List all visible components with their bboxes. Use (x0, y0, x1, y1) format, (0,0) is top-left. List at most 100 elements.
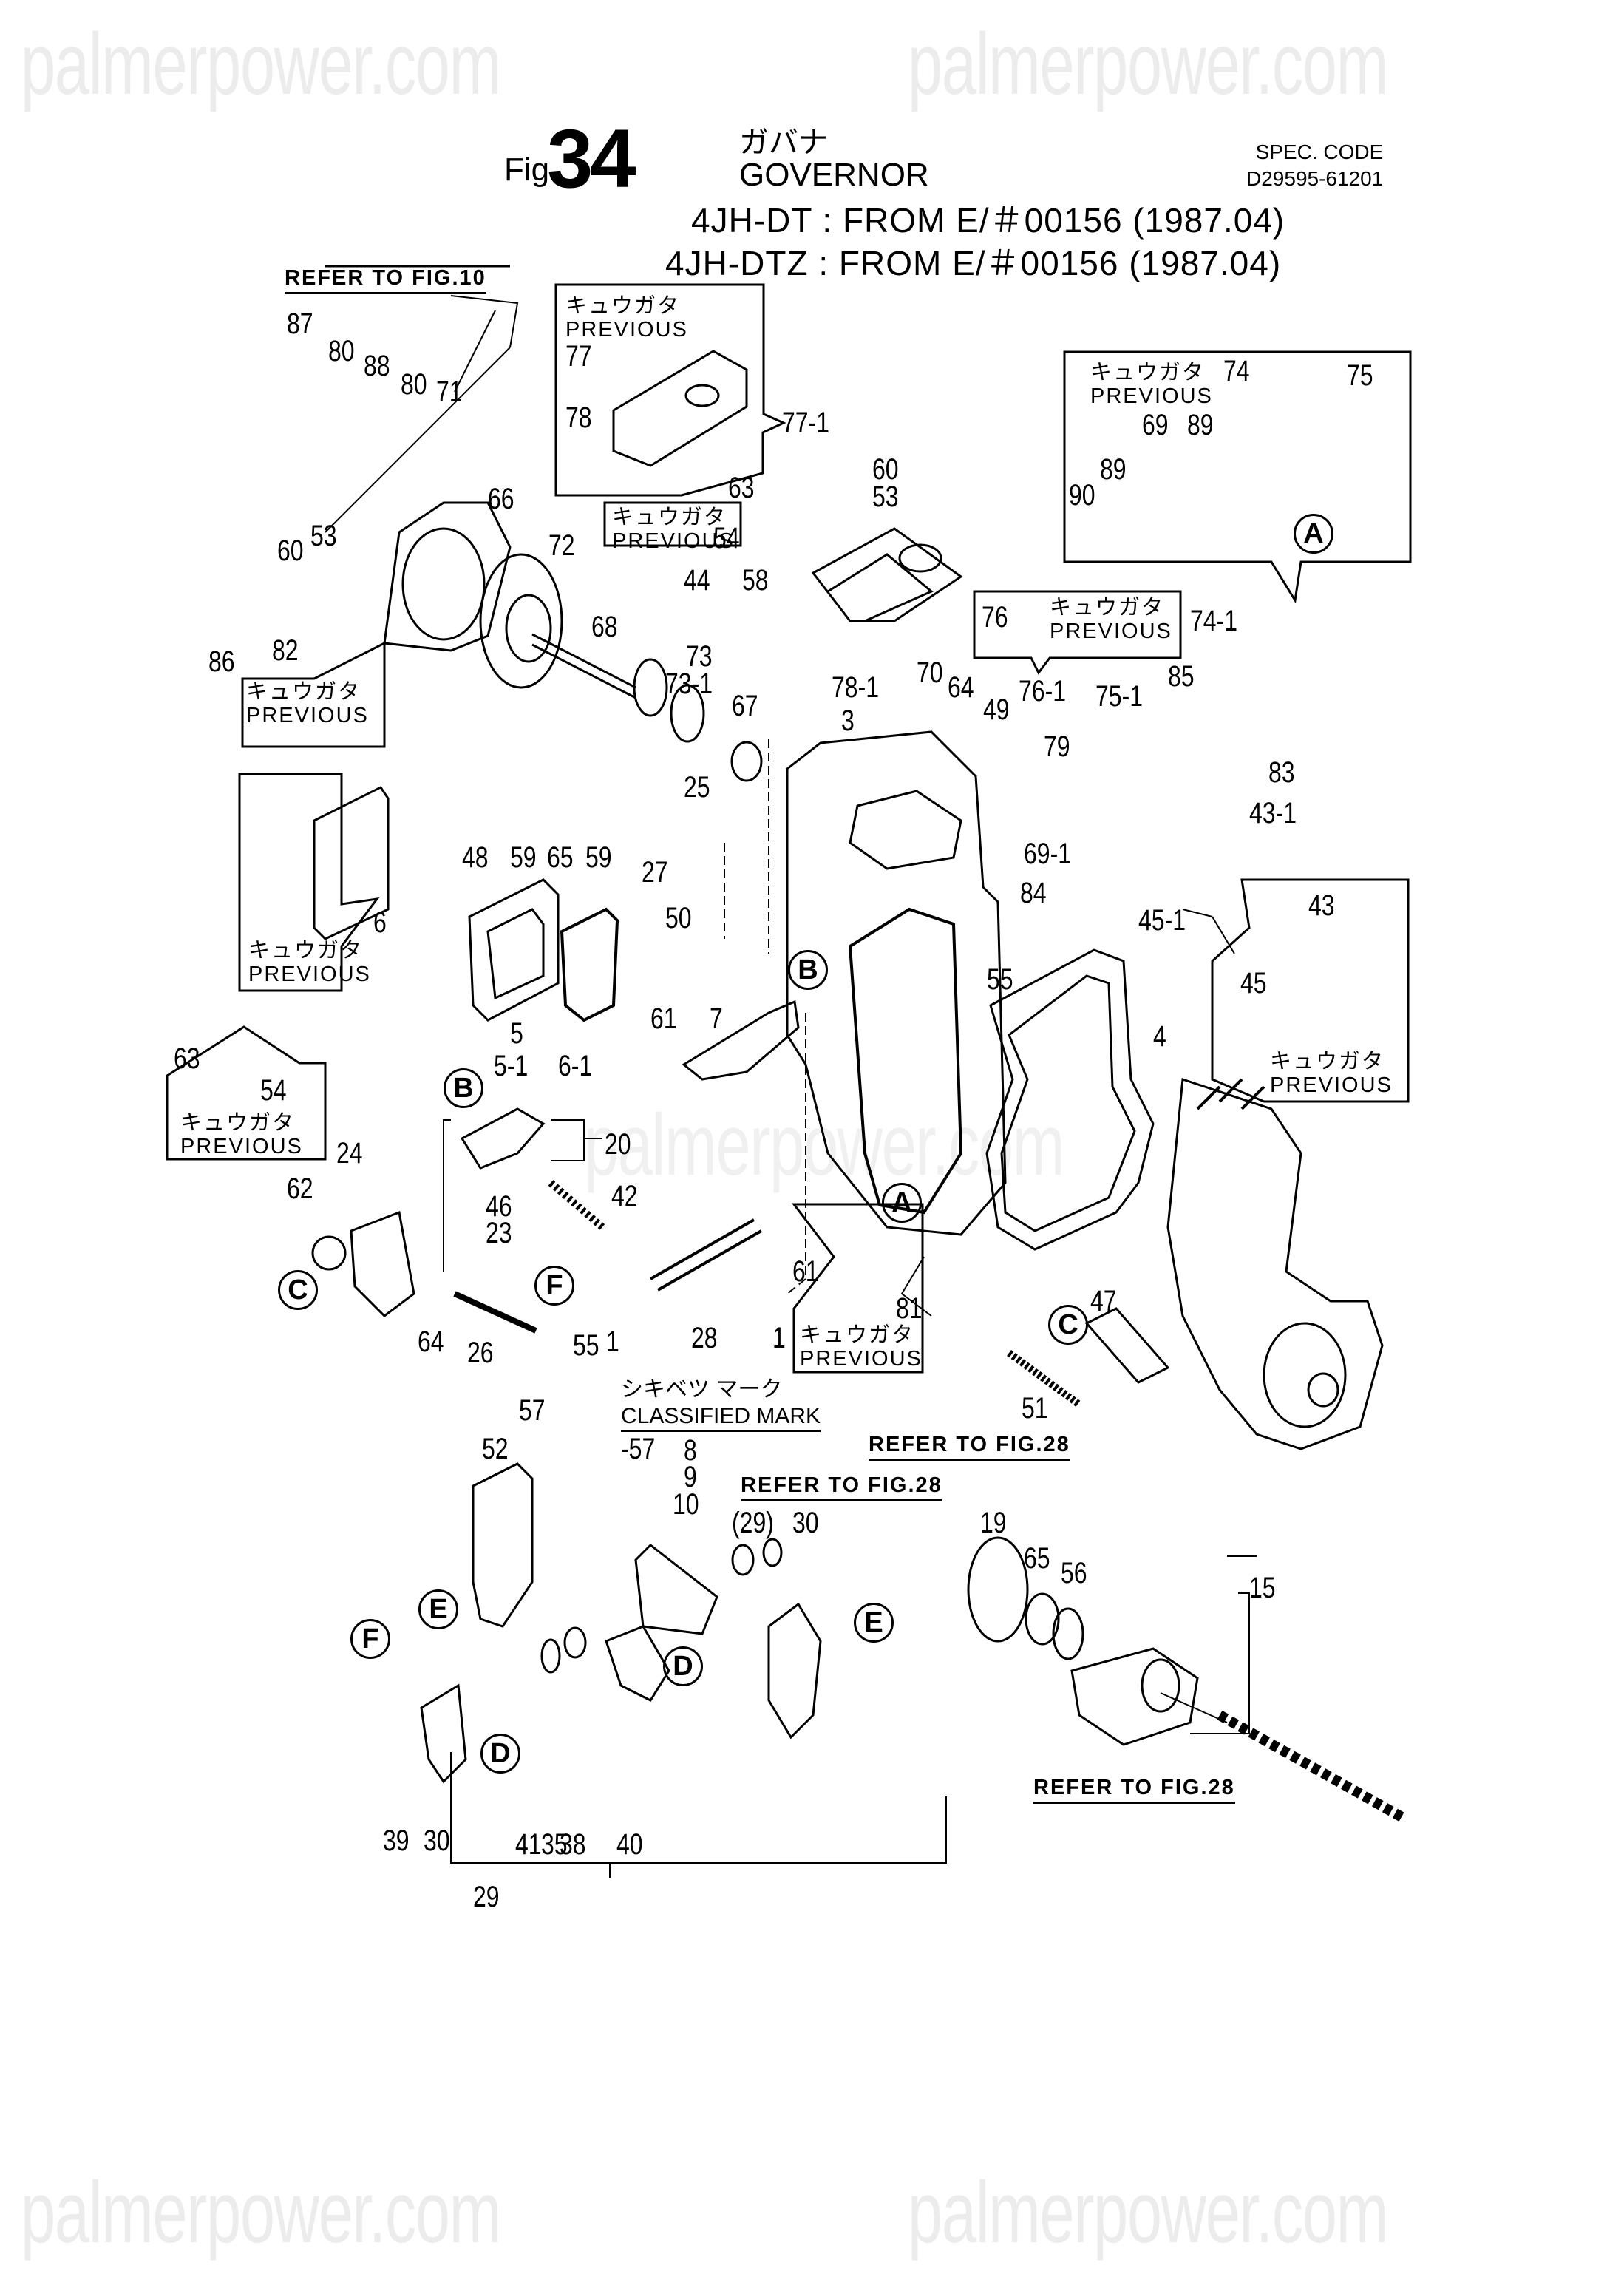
part-label: 7 (710, 1002, 723, 1035)
part-label: 39 (383, 1825, 410, 1857)
previous-jp: キュウガタ (1050, 596, 1165, 620)
part-label: 49 (983, 693, 1010, 726)
part-label: 54 (260, 1074, 287, 1107)
previous-jp: キュウガタ (612, 506, 727, 529)
refer-to-fig28: REFER TO FIG.28 (741, 1473, 942, 1501)
marker-c: C (278, 1270, 318, 1310)
part-label: 55 (573, 1329, 599, 1362)
marker-d: D (663, 1646, 703, 1686)
part-label: 70 (917, 656, 943, 689)
part-label: 40 (616, 1828, 643, 1861)
part-label: 80 (401, 368, 427, 401)
part-label: 81 (896, 1292, 923, 1325)
camshaft (1217, 1710, 1407, 1824)
part-label: 20 (605, 1128, 631, 1161)
governor-housing (786, 730, 1007, 1236)
part-label: 45 (1240, 967, 1267, 999)
part-label: 30 (424, 1825, 450, 1857)
part-label: 41 (515, 1828, 542, 1861)
part-label: 57 (519, 1394, 546, 1427)
part-label: 77-1 (782, 407, 830, 439)
part-label: 52 (482, 1433, 509, 1465)
part-label: 76-1 (1019, 675, 1067, 707)
injection-pump (1166, 1077, 1384, 1450)
watermark: palmerpower.com (584, 1096, 1064, 1194)
part-label: 86 (208, 645, 235, 678)
part-label: 74 (1223, 355, 1250, 387)
part-label: 55 (987, 963, 1013, 996)
previous-jp: キュウガタ (1090, 361, 1206, 384)
part-label: 9 (684, 1461, 697, 1493)
part-label: 64 (418, 1326, 444, 1358)
previous-jp: キュウガタ (180, 1111, 296, 1135)
part-label: 60 (277, 534, 304, 567)
part-label: 5-1 (494, 1050, 529, 1082)
part-label: 6 (373, 906, 387, 939)
part-label: 61 (650, 1002, 677, 1035)
part-label: 35 (541, 1828, 568, 1861)
previous-jp: キュウガタ (1270, 1050, 1385, 1073)
spec-code-label: SPEC. CODE (1255, 140, 1384, 163)
part-label: 23 (486, 1217, 512, 1249)
lever-7 (682, 999, 800, 1081)
part-label: 56 (1061, 1557, 1087, 1589)
previous-box-outline (166, 1025, 327, 1161)
housing-cover-gasket (848, 907, 963, 1215)
previous-box-outline (241, 641, 386, 748)
part-label: 73 (686, 640, 713, 673)
part-label: 67 (732, 690, 758, 722)
part-label: 87 (287, 308, 313, 340)
part-label: 53 (310, 520, 337, 552)
previous-box-outline (791, 1203, 924, 1374)
watermark: palmerpower.com (908, 2164, 1388, 2261)
part-label: 42 (611, 1180, 638, 1212)
part-label: 76 (982, 601, 1008, 634)
part-label: 75-1 (1095, 680, 1144, 713)
part-label: 75 (1347, 359, 1373, 392)
model-line-2: 4JH-DTZ : FROM E/＃00156 (1987.04) (665, 244, 1282, 282)
part-label: 68 (591, 611, 618, 643)
previous-jp: キュウガタ (800, 1323, 915, 1347)
previous-jp: キュウガタ (246, 680, 361, 704)
model-line-1: 4JH-DT : FROM E/＃00156 (1987.04) (691, 201, 1285, 240)
previous-jp: キュウガタ (248, 939, 364, 963)
part-label: 83 (1268, 756, 1295, 789)
part-label: 29 (473, 1881, 500, 1913)
part-label: 43 (1308, 889, 1335, 922)
part-label: (29) (732, 1507, 774, 1539)
flange-cover (383, 501, 512, 652)
part-label: 47 (1090, 1285, 1117, 1317)
previous-en: PREVIOUS (1270, 1073, 1393, 1097)
marker-e: E (854, 1603, 894, 1643)
refer-to-fig28: REFER TO FIG.28 (1033, 1776, 1235, 1804)
previous-en: PREVIOUS (565, 318, 688, 342)
part-label: 26 (467, 1337, 494, 1369)
part-label: 45-1 (1138, 904, 1186, 937)
watermark: palmerpower.com (21, 2164, 501, 2261)
part-label: 19 (980, 1507, 1007, 1539)
part-label: 59 (585, 841, 612, 874)
part-label: 61 (792, 1255, 819, 1288)
classified-mark-label: シキベツ マーク CLASSIFIED MARK (621, 1377, 821, 1432)
part-label: 65 (1024, 1542, 1050, 1575)
previous-en: PREVIOUS (612, 529, 735, 553)
part-label: 85 (1168, 660, 1195, 693)
housing-gasket-window (849, 790, 962, 870)
cover-plate-5 (468, 878, 560, 1022)
page-title: GOVERNOR (739, 157, 929, 193)
part-label: 60 (872, 453, 899, 486)
part-label: 82 (272, 634, 299, 667)
part-label: 78 (565, 401, 592, 434)
part-label: 25 (684, 771, 710, 804)
part-label: 30 (792, 1507, 819, 1539)
part-label: 80 (328, 335, 355, 367)
part-label: 48 (462, 841, 489, 874)
part-label: 89 (1187, 409, 1214, 441)
part-label: 5 (510, 1017, 523, 1050)
part-label: 4 (1153, 1020, 1166, 1053)
part-label: 66 (488, 483, 514, 515)
part-label: 89 (1100, 453, 1127, 486)
